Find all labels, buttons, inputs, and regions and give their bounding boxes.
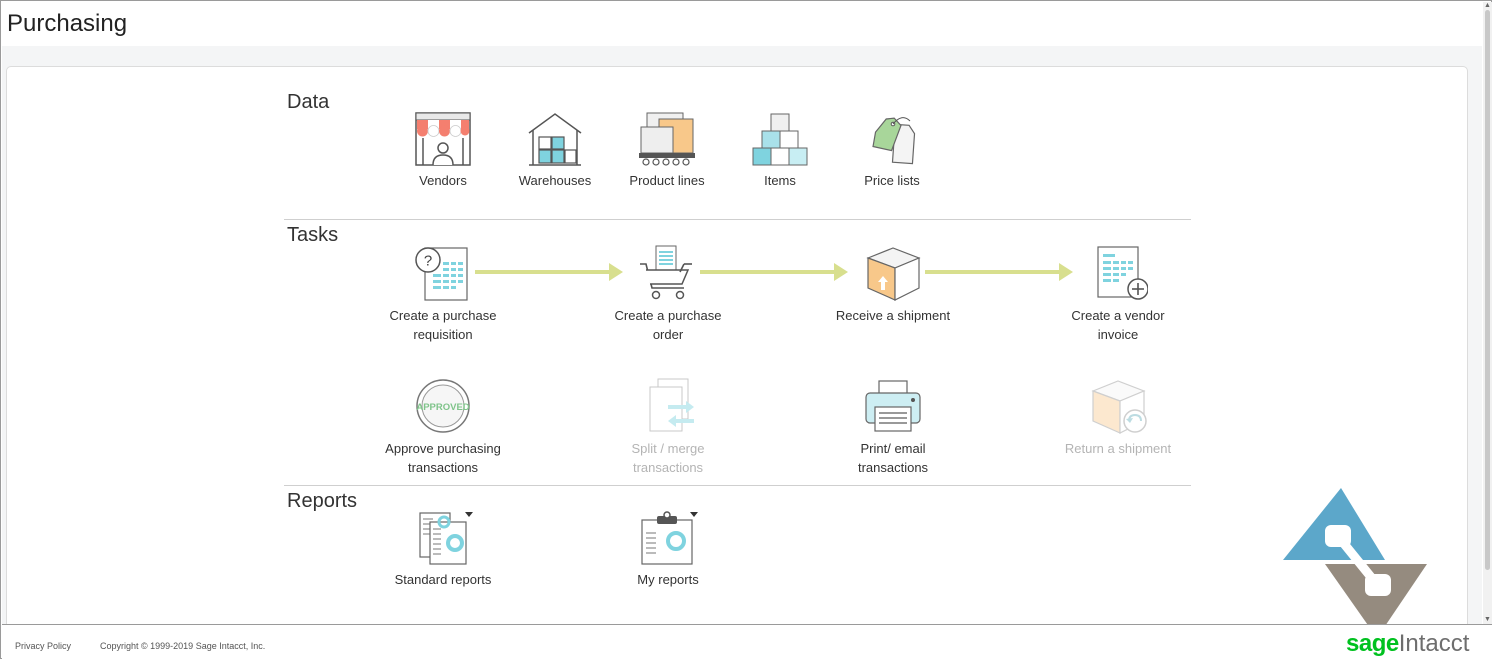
tile-label: Print/ email transactions — [828, 439, 958, 477]
tile-label: Standard reports — [394, 572, 492, 587]
tile-my-reports[interactable]: My reports — [603, 510, 733, 589]
tile-label: Price lists — [864, 173, 920, 188]
shipment-box-icon — [866, 247, 921, 301]
label-line: Create a purchase — [614, 308, 722, 323]
page-title: Purchasing — [7, 10, 128, 37]
label-line: invoice — [1097, 327, 1139, 342]
label-line: transactions — [407, 460, 479, 475]
tile-return-shipment: Return a shipment — [1053, 377, 1183, 458]
vertical-scrollbar[interactable]: ▲ ▼ — [1483, 2, 1492, 624]
label-line: requisition — [413, 327, 473, 342]
section-divider — [284, 485, 1191, 486]
tile-label: Receive a shipment — [828, 306, 958, 325]
label-line: Return a shipment — [1064, 441, 1172, 456]
invoice-document-icon — [1097, 246, 1148, 300]
dashboard-card — [6, 66, 1468, 636]
tile-label: Product lines — [629, 173, 705, 188]
label-line: transactions — [632, 460, 704, 475]
tile-create-purchase-order[interactable]: Create a purchase order — [603, 244, 733, 344]
tile-vendors[interactable]: Vendors — [378, 111, 508, 190]
tile-label: My reports — [637, 572, 699, 587]
brand-intacct: Intacct — [1398, 630, 1470, 657]
label-line: Approve purchasing — [385, 441, 501, 456]
label-line: order — [652, 327, 684, 342]
sage-intacct-logo: sageIntacct — [1346, 630, 1469, 658]
shopping-cart-icon — [640, 245, 692, 300]
section-divider — [284, 219, 1191, 220]
printer-icon — [865, 380, 921, 432]
section-title-data: Data — [287, 91, 330, 113]
split-merge-icon — [649, 378, 694, 432]
items-boxes-icon — [752, 113, 808, 166]
tile-split-merge-transactions: Split / merge transactions — [603, 377, 733, 477]
tile-create-vendor-invoice[interactable]: Create a vendor invoice — [1053, 244, 1183, 344]
tile-receive-shipment[interactable]: Receive a shipment — [828, 244, 958, 325]
price-tags-icon — [872, 117, 916, 165]
vendor-storefront-icon — [415, 112, 471, 166]
label-line: Create a purchase — [389, 308, 497, 323]
flow-arrow — [475, 263, 623, 281]
tile-standard-reports[interactable]: Standard reports — [378, 510, 508, 589]
tile-product-lines[interactable]: Product lines — [602, 111, 732, 190]
section-title-reports: Reports — [287, 490, 358, 512]
tile-label: Approve purchasing transactions — [378, 439, 508, 477]
label-line: transactions — [857, 460, 929, 475]
scroll-down-icon[interactable]: ▼ — [1484, 616, 1491, 623]
tile-label: Items — [764, 173, 796, 188]
footer: Privacy Policy Copyright © 1999-2019 Sag… — [2, 624, 1492, 659]
flow-arrow — [925, 263, 1073, 281]
privacy-policy-link[interactable]: Privacy Policy — [15, 641, 72, 651]
standard-reports-icon — [419, 512, 473, 565]
tile-label: Create a purchase requisition — [378, 306, 508, 344]
tile-items[interactable]: Items — [715, 111, 845, 190]
tile-label: Vendors — [419, 173, 467, 188]
approved-stamp-icon: APPROVED — [416, 379, 470, 433]
tile-label: Create a purchase order — [603, 306, 733, 344]
title-bar: Purchasing — [2, 2, 1482, 46]
tile-label: Split / merge transactions — [603, 439, 733, 477]
label-line: Receive a shipment — [835, 308, 951, 323]
tile-label: Create a vendor invoice — [1053, 306, 1183, 344]
label-line: Split / merge — [631, 441, 705, 456]
svg-text:?: ? — [424, 253, 432, 270]
tile-label: Warehouses — [518, 173, 592, 188]
tile-price-lists[interactable]: Price lists — [827, 111, 957, 190]
section-title-tasks: Tasks — [287, 224, 339, 246]
flow-arrow — [700, 263, 848, 281]
tile-warehouses[interactable]: Warehouses — [490, 111, 620, 190]
requisition-document-icon: ? — [415, 247, 468, 301]
scrollbar-thumb[interactable] — [1485, 10, 1490, 570]
tile-create-purchase-requisition[interactable]: ? Create a purchase requisition — [378, 244, 508, 344]
label-line: Print/ email — [860, 441, 926, 456]
label-line: Create a vendor — [1071, 308, 1165, 323]
tile-label: Return a shipment — [1053, 439, 1183, 458]
copyright-text: Copyright © 1999-2019 Sage Intacct, Inc. — [100, 641, 266, 651]
product-lines-icon — [639, 112, 695, 166]
watermark-logo — [1283, 488, 1427, 638]
scroll-up-icon[interactable]: ▲ — [1484, 2, 1491, 9]
tile-approve-purchasing-transactions[interactable]: APPROVED Approve purchasing transactions — [378, 377, 508, 477]
tile-print-email-transactions[interactable]: Print/ email transactions — [828, 377, 958, 477]
warehouse-icon — [528, 113, 582, 166]
brand-sage: sage — [1346, 630, 1399, 657]
return-shipment-icon — [1091, 380, 1147, 434]
my-reports-icon — [641, 511, 698, 565]
approved-stamp-text: APPROVED — [416, 402, 469, 413]
